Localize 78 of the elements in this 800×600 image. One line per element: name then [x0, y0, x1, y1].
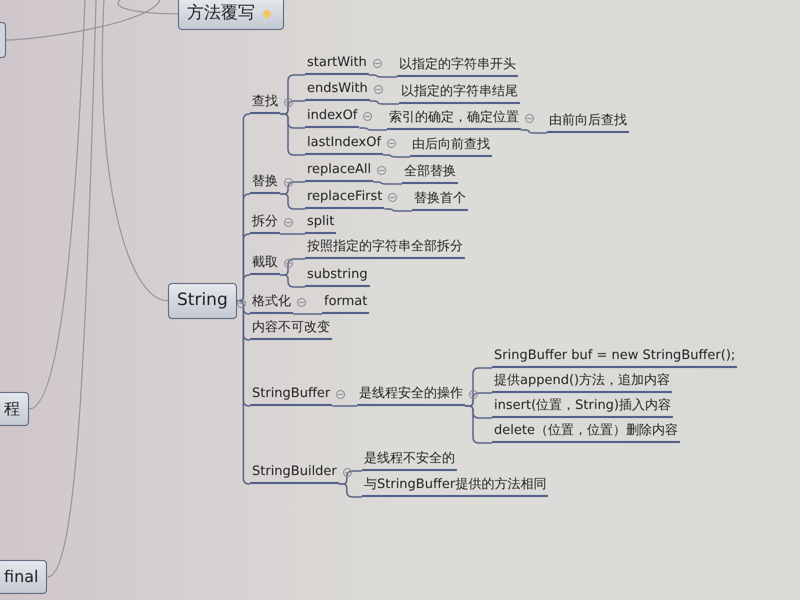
node-label: delete（位置，位置）删除内容 — [494, 423, 678, 438]
node-label: replaceAll — [307, 162, 372, 177]
topic-underline — [492, 371, 672, 393]
topic-underline — [305, 212, 336, 234]
topic-underline — [305, 237, 465, 259]
node-label: 与StringBuffer提供的方法相同 — [364, 477, 546, 492]
node-label: 程 — [4, 399, 20, 418]
node-label: format — [324, 294, 368, 309]
topic-underline — [492, 396, 674, 418]
topic-underline — [492, 346, 738, 368]
node-label: 替换 — [252, 174, 278, 189]
node-label: indexOf — [307, 108, 358, 123]
node-label: final — [4, 567, 38, 586]
node-label: 内容不可改变 — [252, 320, 330, 335]
connector-line — [383, 154, 410, 158]
node-label: insert(位置，String)插入内容 — [494, 398, 672, 413]
connector-line — [28, 0, 86, 410]
connector-line — [293, 313, 322, 315]
connector-line — [332, 405, 357, 407]
node-label: SringBuffer buf = new StringBuffer(); — [494, 348, 736, 363]
node-label: lastIndexOf — [307, 135, 382, 150]
node-label: 截取 — [252, 255, 278, 270]
topic-underline — [412, 189, 468, 211]
node-label: split — [307, 214, 334, 229]
connector-line — [373, 181, 402, 185]
connector-line — [6, 0, 160, 40]
node-label: StringBuffer — [252, 386, 330, 401]
node-label: 拆分 — [252, 214, 278, 229]
topic-underline — [547, 111, 629, 133]
node-label: 以指定的字符串结尾 — [401, 84, 518, 99]
connector-line — [280, 233, 305, 235]
topic-box — [0, 22, 6, 58]
node-label: replaceFirst — [307, 189, 382, 204]
node-label: 索引的确定，确定位置 — [389, 110, 519, 125]
topic-underline — [397, 55, 518, 77]
topic-box — [178, 0, 284, 30]
topic-underline — [305, 265, 370, 287]
connector-line — [280, 113, 305, 156]
connector-line — [118, 0, 178, 14]
topic-underline — [410, 135, 492, 157]
node-label: 方法覆写 — [187, 2, 255, 25]
topic-underline — [362, 449, 457, 471]
node-label: 是线程安全的操作 — [359, 386, 463, 401]
node-label: 提供append()方法，追加内容 — [494, 373, 670, 388]
node-label: substring — [307, 267, 368, 282]
connector-line — [368, 74, 397, 78]
node-label: 是线程不安全的 — [364, 451, 455, 466]
topic-underline — [322, 292, 370, 314]
connector-line — [465, 405, 492, 444]
connector-line — [280, 193, 305, 210]
topic-underline — [399, 82, 520, 104]
node-label: 按照指定的字符串全部拆分 — [307, 239, 463, 254]
node-label: StringBuilder — [252, 464, 337, 479]
topic-underline — [362, 475, 548, 497]
node-label: 替换首个 — [414, 191, 466, 206]
connector-line — [338, 483, 362, 498]
connector-line — [46, 0, 96, 578]
node-label: 由后向前查找 — [412, 137, 490, 152]
connector-line — [359, 127, 387, 131]
node-label: 格式化 — [252, 294, 291, 309]
connector-line — [102, 0, 168, 302]
node-label: startWith — [307, 55, 367, 70]
topic-underline — [250, 318, 332, 340]
node-label: String — [177, 290, 228, 310]
topic-underline — [402, 162, 458, 184]
node-label: 以指定的字符串开头 — [399, 57, 516, 72]
connector-line — [280, 274, 305, 288]
topic-box — [0, 392, 29, 426]
node-label: 查找 — [252, 94, 278, 109]
node-label: 由前向后查找 — [549, 113, 627, 128]
connector-line — [521, 129, 547, 134]
connector-line — [384, 208, 412, 212]
node-label: endsWith — [307, 81, 368, 96]
node-label: 全部替换 — [404, 164, 456, 179]
connector-line — [236, 300, 250, 485]
topic-underline — [492, 421, 680, 443]
topic-box — [0, 560, 48, 594]
connector-line — [370, 100, 399, 105]
